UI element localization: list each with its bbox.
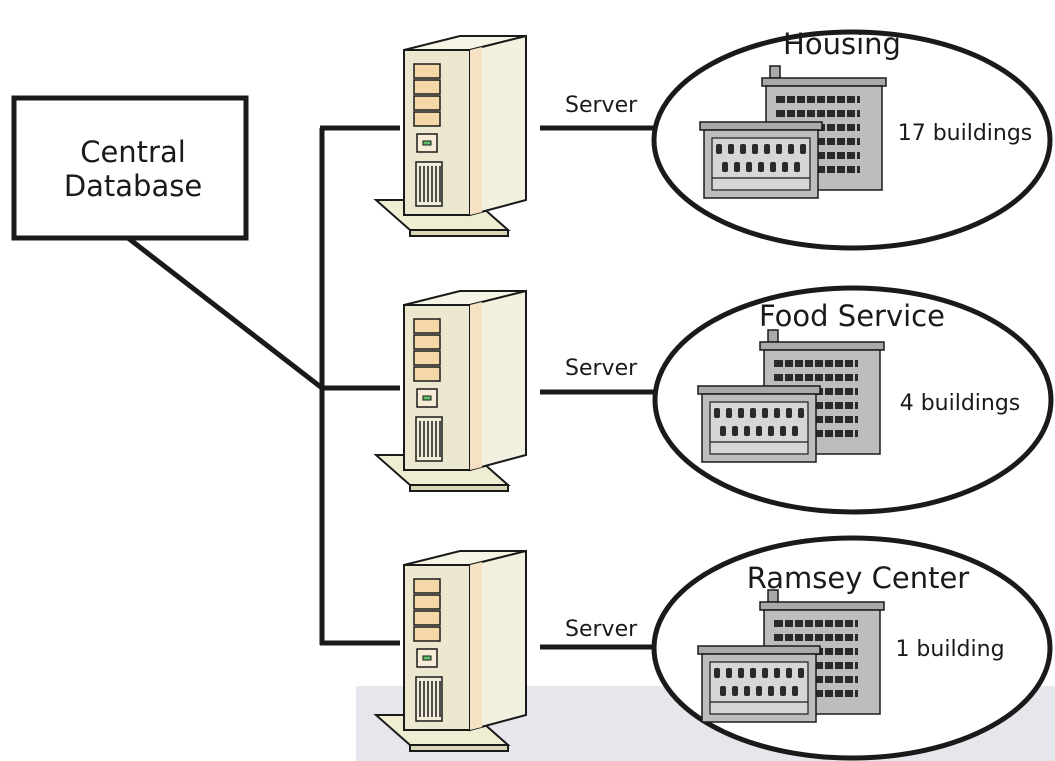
server-1-icon xyxy=(375,35,527,237)
server-3-icon xyxy=(375,550,527,752)
central-database-box xyxy=(11,95,249,241)
site-housing-name: Housing xyxy=(783,27,901,61)
site-food-service-name: Food Service xyxy=(759,299,945,333)
site-food-service-count: 4 buildings xyxy=(900,391,1021,416)
central-database-label-line1: Central xyxy=(80,135,186,169)
database-link-line xyxy=(126,236,324,390)
site-ramsey-center-name: Ramsey Center xyxy=(747,561,970,595)
server-1-label: Server xyxy=(565,93,638,118)
server-3-label: Server xyxy=(565,617,638,642)
central-database-label-line2: Database xyxy=(64,169,202,203)
network-lines xyxy=(126,125,656,650)
server-2-icon xyxy=(375,290,527,492)
site-housing-count: 17 buildings xyxy=(898,121,1033,146)
server-2-label: Server xyxy=(565,356,638,381)
site-ramsey-center-count: 1 building xyxy=(895,637,1004,662)
